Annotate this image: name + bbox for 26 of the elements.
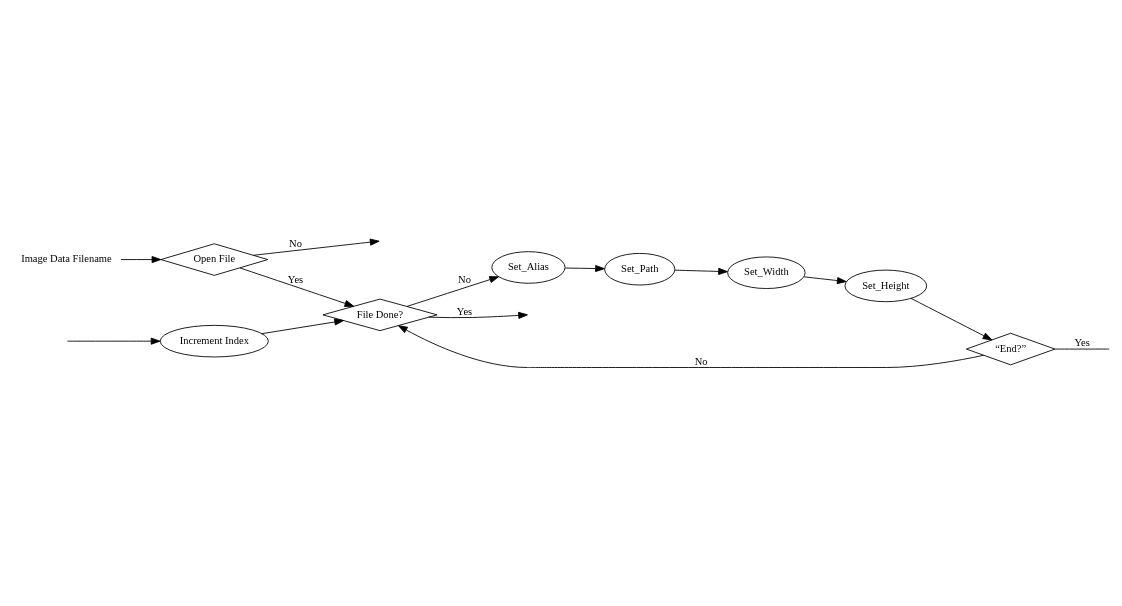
arrow <box>406 276 499 307</box>
arrow <box>674 267 728 275</box>
arrow <box>239 267 355 307</box>
edge-label: No <box>694 355 708 367</box>
node-text: Image Data Filename <box>21 253 112 265</box>
arrow <box>398 325 984 368</box>
arrow <box>261 318 344 335</box>
arrow <box>66 337 161 345</box>
edge-label: No <box>289 237 302 249</box>
edge-label: Yes <box>456 305 473 317</box>
arrow <box>428 311 528 319</box>
arrow <box>564 265 605 273</box>
arrow <box>910 297 993 341</box>
arrow <box>120 256 162 264</box>
node-ellipse: Set_Height <box>844 269 928 303</box>
arrow <box>803 276 847 285</box>
node-ellipse: Set_Path <box>604 253 676 286</box>
edge-label: Yes <box>287 273 304 285</box>
node-ellipse: Increment Index <box>159 324 269 358</box>
node-diamond: Open File <box>160 243 269 276</box>
arrow <box>253 238 380 256</box>
connector <box>1054 348 1110 350</box>
node-ellipse: Set_Width <box>727 256 806 289</box>
node-ellipse: Set_Alias <box>491 251 566 284</box>
edge-label: Yes <box>1074 337 1090 349</box>
edge-label: No <box>458 273 471 285</box>
